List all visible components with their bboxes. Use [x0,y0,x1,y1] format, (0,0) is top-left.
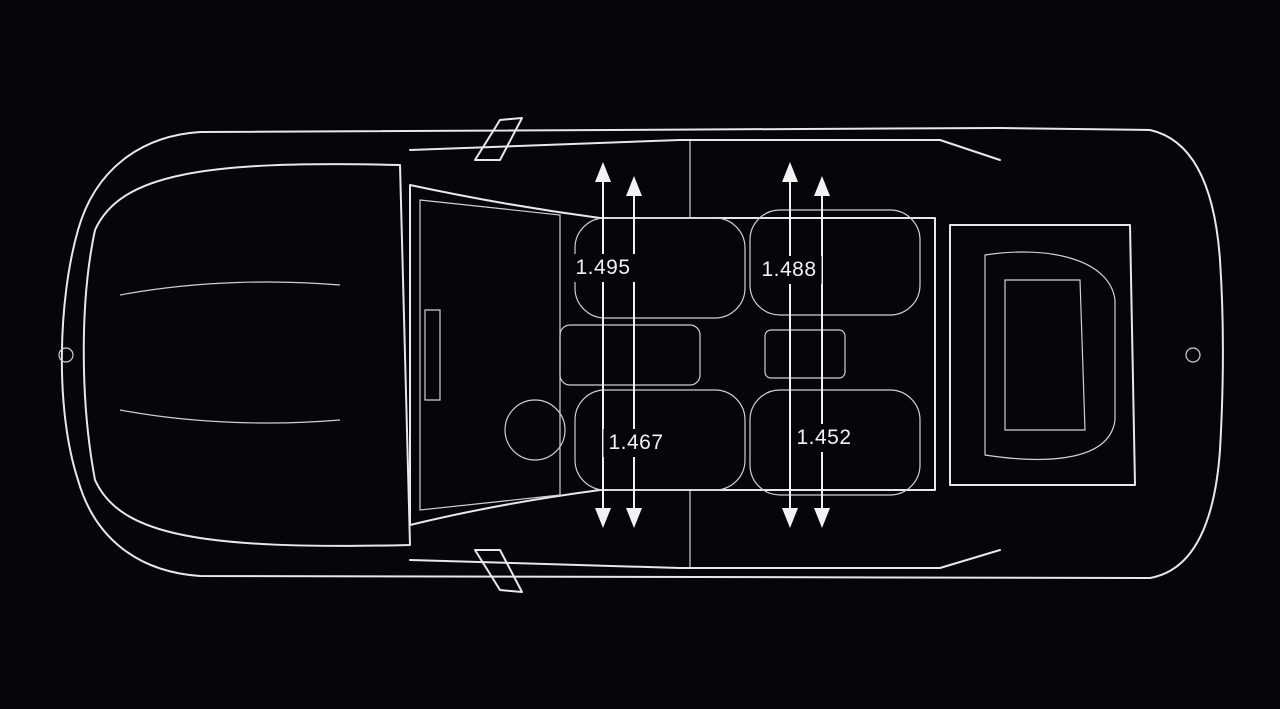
cabin-roof [409,184,936,526]
rear-logo-icon [1185,347,1201,363]
dimension-label-front-elbow: 1.467 [603,429,669,457]
dimension-label-front-shoulder: 1.495 [570,254,636,282]
right-mirror [474,549,523,593]
dimension-label-rear-elbow: 1.452 [791,424,857,452]
hood [82,163,411,547]
dimension-label-rear-shoulder: 1.488 [756,256,822,284]
left-mirror [474,117,523,161]
car-body-outline [60,127,1224,579]
front-logo-icon [58,347,74,363]
rear-window [949,224,1136,486]
